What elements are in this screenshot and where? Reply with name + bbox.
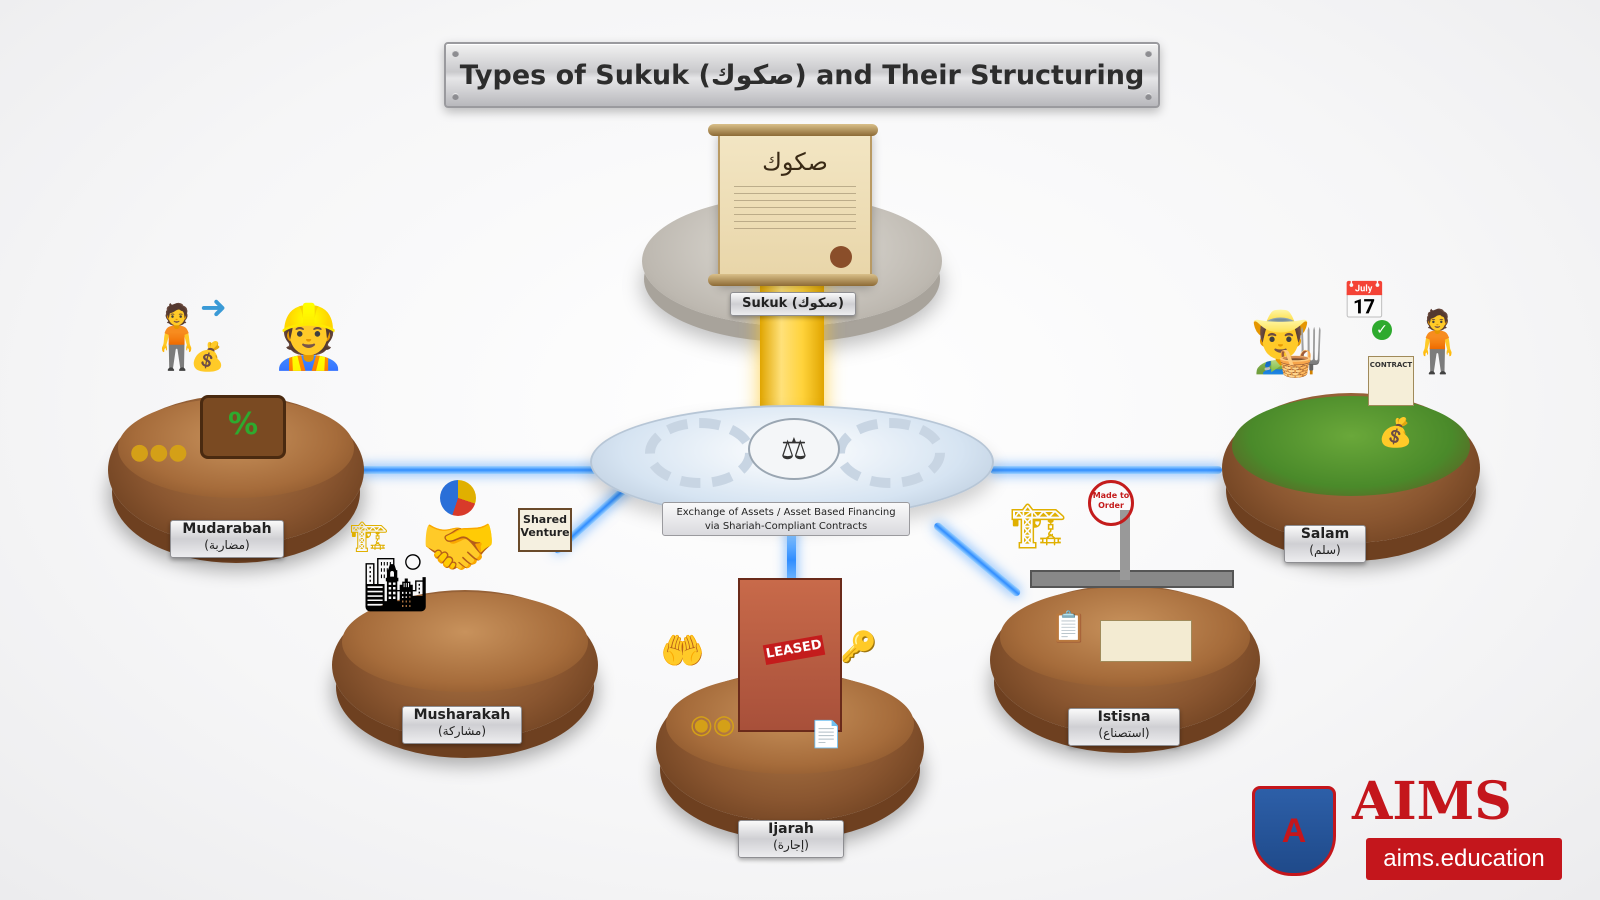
- mudarabah-scene: 🧍 ➜ 👷 💰 % ●●●: [130, 288, 347, 490]
- hand-left-icon: 🤲: [660, 631, 705, 672]
- title-text: Types of Sukuk (صكوك) and Their Structur…: [459, 59, 1145, 91]
- treasure-chest-icon: %: [200, 395, 286, 459]
- aims-brand-name: AIMS: [1352, 771, 1512, 832]
- calendar-icon: 📅: [1342, 281, 1387, 322]
- scroll-heading: صكوك: [762, 148, 828, 176]
- label-mudarabah: Mudarabah (مضاربة): [170, 520, 284, 558]
- buildings-icon: 🏙: [360, 551, 432, 616]
- musharakah-scene: 🏙 🏗 🤝 Shared Venture: [350, 480, 580, 680]
- connector-salam: [990, 466, 1222, 474]
- scroll-text-lines: [734, 186, 856, 234]
- worker-icon: 👷: [270, 300, 348, 373]
- exchange-line-2: via Shariah-Compliant Contracts: [704, 521, 868, 532]
- connector-ijarah: [787, 525, 796, 595]
- bridge-icon: [1030, 570, 1234, 588]
- check-icon: ✓: [1372, 320, 1392, 340]
- label-istisna: Istisna (استصناع): [1068, 708, 1180, 746]
- label-ijarah: Ijarah (إجارة): [738, 820, 844, 858]
- arrow-icon: ➜: [200, 288, 227, 326]
- gear-left: [645, 418, 755, 488]
- blueprint-icon: [1100, 620, 1192, 662]
- ijarah-scene: LEASED 🤲 🔑 ◉◉ 📄: [660, 570, 920, 770]
- label-musharakah: Musharakah (مشاركة): [402, 706, 522, 744]
- document-icon: 📄: [810, 720, 843, 750]
- handshake-icon: 🤝: [420, 510, 498, 583]
- salam-scene: 👨‍🌾 🧺 📅 ✓ 🧍 CONTRACT 💰: [1250, 280, 1480, 480]
- page-title: Types of Sukuk (صكوك) and Their Structur…: [444, 42, 1160, 108]
- aims-logo-shield: A: [1252, 786, 1336, 876]
- coins-stack-icon: ◉◉: [690, 710, 736, 740]
- sukuk-scroll: صكوك: [718, 130, 872, 284]
- exchange-line-1: Exchange of Assets / Asset Based Financi…: [676, 507, 896, 518]
- scales-icon: ⚖: [748, 418, 840, 480]
- bridge-tower-icon: [1120, 510, 1130, 580]
- gear-right: [835, 418, 945, 488]
- wax-seal-icon: [830, 246, 852, 268]
- money-bag-icon: 💰: [190, 340, 225, 373]
- connector-mudarabah: [360, 466, 600, 474]
- scroll-rod-bottom: [708, 274, 878, 286]
- shared-venture-sign: Shared Venture: [518, 508, 572, 552]
- crane-icon-istisna: 🏗: [1010, 501, 1066, 552]
- istisna-scene: 🏗 Made to Order 📋: [1000, 480, 1250, 680]
- made-to-order-stamp: Made to Order: [1088, 480, 1134, 526]
- label-salam: Salam (سلم): [1284, 525, 1366, 563]
- crane-icon: 🏗: [350, 520, 389, 555]
- vegetable-basket-icon: 🧺: [1278, 346, 1313, 379]
- key-icon: 🔑: [840, 630, 878, 665]
- farmer-icon: 👨‍🌾: [1250, 307, 1325, 377]
- coins-icon: ●●●: [130, 440, 188, 465]
- exchange-label: Exchange of Assets / Asset Based Financi…: [662, 502, 910, 536]
- checklist-icon: 📋: [1050, 610, 1088, 645]
- aims-url[interactable]: aims.education: [1366, 838, 1562, 880]
- scroll-rod-top: [708, 124, 878, 136]
- sukuk-label: Sukuk (صكوك): [730, 292, 856, 316]
- money-bag-icon-salam: 💰: [1378, 416, 1413, 449]
- contract-doc: CONTRACT: [1368, 356, 1414, 406]
- pie-chart-icon: [440, 480, 476, 516]
- investor-icon: 🧍: [138, 300, 216, 373]
